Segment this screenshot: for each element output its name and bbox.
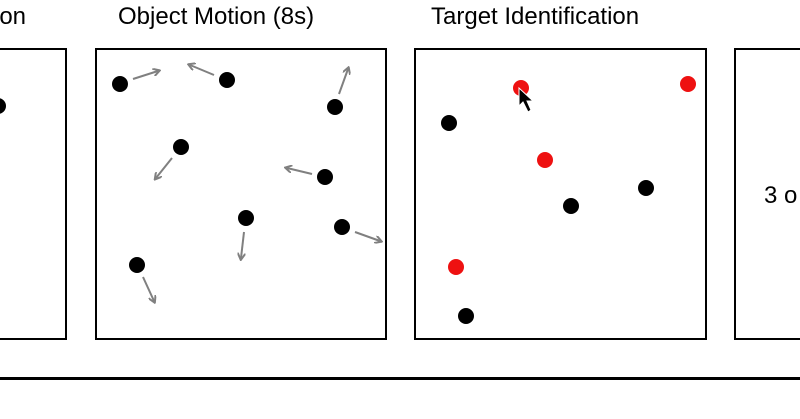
panel-label-target-identification: Target Identification — [431, 3, 640, 30]
panel-label-previous: ion — [0, 3, 27, 30]
panel-label-object-motion: Object Motion (8s) — [118, 3, 315, 30]
panel-target-identification — [414, 48, 707, 340]
panel-next — [734, 48, 800, 340]
panel-previous — [0, 48, 67, 340]
panel-label-next: 3 o — [764, 182, 798, 209]
timeline-bar — [0, 377, 800, 380]
panel-object-motion — [95, 48, 387, 340]
